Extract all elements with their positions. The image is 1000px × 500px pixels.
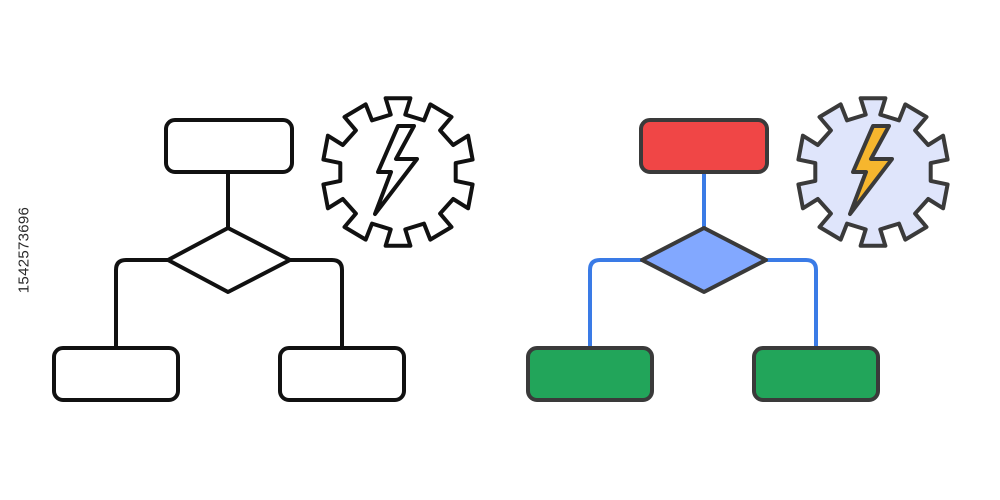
process-box-bottom-left xyxy=(52,346,180,402)
process-box-top xyxy=(639,118,769,174)
connector-lines xyxy=(114,170,344,350)
process-box-bottom-right xyxy=(278,346,406,402)
watermark-id-text: 1542573696 xyxy=(15,206,33,294)
flowchart-gear-icon-color xyxy=(526,96,950,402)
connector-lines xyxy=(588,170,818,350)
decision-diamond xyxy=(166,226,292,294)
process-box-top xyxy=(164,118,294,174)
watermark-strip: 1542573696 xyxy=(0,0,40,500)
lightning-bolt-icon xyxy=(373,124,419,216)
decision-diamond xyxy=(640,226,768,294)
process-box-bottom-right xyxy=(752,346,880,402)
lightning-bolt-icon xyxy=(848,124,894,216)
process-box-bottom-left xyxy=(526,346,654,402)
flowchart-gear-icon-outline xyxy=(52,96,475,402)
